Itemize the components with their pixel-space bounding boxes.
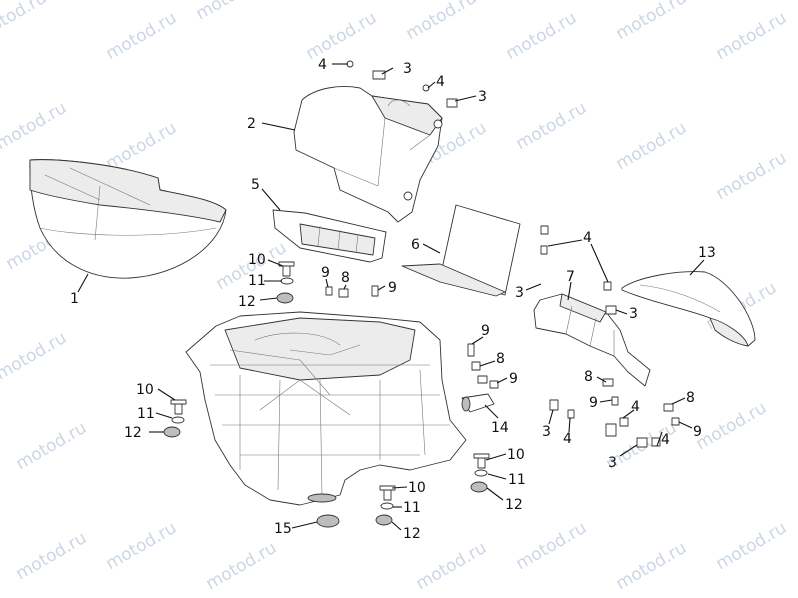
callout-11: 11 (508, 472, 526, 488)
callout-9: 9 (388, 280, 397, 296)
callout-3: 3 (403, 61, 412, 77)
callout-3: 3 (608, 455, 617, 471)
callout-8: 8 (341, 270, 350, 286)
part-2-inner-cover (293, 86, 443, 223)
callout-15: 15 (274, 521, 292, 537)
callout-8: 8 (686, 390, 695, 406)
callout-4: 4 (318, 57, 327, 73)
callout-4: 4 (436, 74, 445, 90)
watermark-text: motod.ru (0, 0, 50, 44)
callout-9: 9 (589, 395, 598, 411)
callout-8: 8 (584, 369, 593, 385)
watermark-text: motod.ru (503, 8, 581, 64)
callout-13: 13 (698, 245, 716, 261)
callout-9: 9 (693, 424, 702, 440)
callout-9: 9 (481, 323, 490, 339)
watermark-text: motod.ru (513, 518, 591, 574)
watermark-text: motod.ru (713, 518, 791, 574)
callout-12: 12 (403, 526, 421, 542)
watermark-text: motod.ru (0, 98, 70, 154)
callout-9: 9 (321, 265, 330, 281)
part-1-front-panel (29, 159, 227, 279)
watermark-text: motod.ru (513, 98, 591, 154)
callout-3: 3 (478, 89, 487, 105)
callout-12: 12 (124, 425, 142, 441)
watermark-text: motod.ru (13, 418, 91, 474)
part-5-lid (272, 209, 387, 263)
callout-1: 1 (70, 291, 79, 307)
watermark-text: motod.ru (0, 328, 70, 384)
callout-7: 7 (566, 269, 575, 285)
callout-8: 8 (496, 351, 505, 367)
watermark-text: motod.ru (203, 538, 281, 594)
watermark-text: motod.ru (13, 528, 91, 584)
leader-lines (77, 63, 705, 531)
callout-3: 3 (629, 306, 638, 322)
callout-11: 11 (248, 273, 266, 289)
callout-4: 4 (583, 230, 592, 246)
watermark-text: motod.ru (403, 0, 481, 44)
callout-12: 12 (238, 294, 256, 310)
watermark-text: motod.ru (303, 8, 381, 64)
callout-4: 4 (563, 431, 572, 447)
part-13-rear-cover (621, 271, 756, 347)
callout-2: 2 (247, 116, 256, 132)
callout-6: 6 (411, 237, 420, 253)
main-body-frame (185, 311, 467, 506)
callout-4: 4 (631, 399, 640, 415)
callout-3: 3 (542, 424, 551, 440)
watermark-text: motod.ru (693, 398, 771, 454)
callout-11: 11 (403, 500, 421, 516)
callout-11: 11 (137, 406, 155, 422)
watermark-text: motod.ru (413, 538, 491, 594)
callout-5: 5 (251, 177, 260, 193)
callout-14: 14 (491, 420, 509, 436)
watermark-text: motod.ru (613, 538, 691, 594)
hardware-small-parts (163, 60, 680, 528)
part-7-bracket (533, 293, 651, 387)
callout-12: 12 (505, 497, 523, 513)
callout-labels: 1 2 3 3 4 4 5 6 7 4 3 3 13 10 11 12 9 8 … (70, 57, 716, 542)
callout-3: 3 (515, 285, 524, 301)
watermark-text: motod.ru (103, 118, 181, 174)
part-6-sheet (401, 204, 521, 297)
callout-10: 10 (136, 382, 154, 398)
watermark-text: motod.ru (103, 8, 181, 64)
watermark-text: motod.ru (103, 518, 181, 574)
callout-10: 10 (408, 480, 426, 496)
watermark-text: motod.ru (713, 8, 791, 64)
watermark-text: motod.ru (613, 118, 691, 174)
watermark-text: motod.ru (713, 148, 791, 204)
watermark-text: motod.ru (193, 0, 271, 24)
callout-10: 10 (507, 447, 525, 463)
watermark-text: motod.ru (613, 0, 691, 44)
callout-9: 9 (509, 371, 518, 387)
callout-10: 10 (248, 252, 266, 268)
callout-4: 4 (661, 432, 670, 448)
